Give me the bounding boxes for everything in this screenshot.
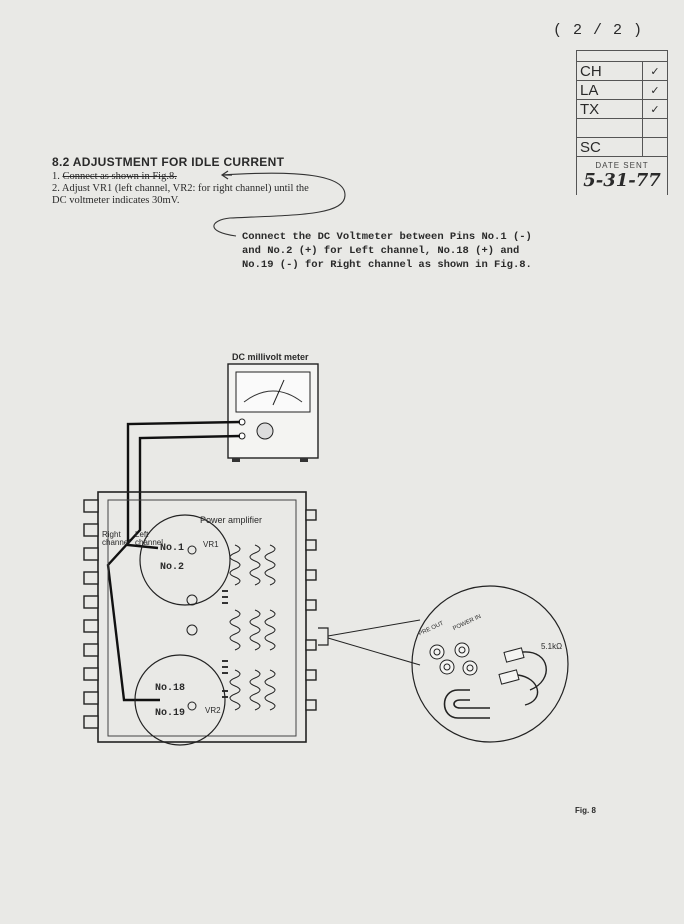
millivolt-meter-icon bbox=[227, 363, 319, 462]
meter-lead-negative bbox=[106, 434, 241, 702]
right-channel-label: Right channel bbox=[102, 530, 131, 547]
vr2-label: VR2 bbox=[205, 706, 221, 715]
resistor-plug-icon bbox=[498, 647, 547, 706]
left-channel-highlight bbox=[139, 514, 231, 606]
routing-stamp: CH✓ LA✓ TX✓ SC DATE SENT 5-31-77 bbox=[576, 50, 668, 214]
callout-line bbox=[327, 619, 421, 637]
step-1-struck-text: Connect as shown in Fig.8. bbox=[62, 171, 177, 182]
routing-mark bbox=[642, 137, 668, 157]
rca-jack-icon bbox=[429, 642, 478, 676]
routing-table: CH✓ LA✓ TX✓ SC DATE SENT 5-31-77 bbox=[576, 50, 668, 195]
amplifier-chassis-icon bbox=[83, 491, 317, 743]
resistor-value-label: 5.1kΩ bbox=[541, 642, 563, 651]
section-heading: 8.2 ADJUSTMENT FOR IDLE CURRENT bbox=[52, 155, 285, 169]
meter-title: DC millivolt meter bbox=[232, 352, 309, 362]
figure-label: Fig. 8 bbox=[575, 806, 596, 815]
insertion-loop bbox=[213, 172, 346, 237]
page-number: ( 2 / 2 ) bbox=[553, 22, 644, 39]
left-channel-label: Left channel bbox=[135, 530, 164, 547]
right-channel-highlight bbox=[134, 654, 226, 746]
step-1: 1. Connect as shown in Fig.8. bbox=[52, 171, 177, 183]
pin-2-label: No.2 bbox=[160, 562, 185, 573]
step-2: 2. Adjust VR1 (left channel, VR2: for ri… bbox=[52, 183, 309, 206]
jack-detail-circle bbox=[411, 585, 569, 743]
amplifier-title: Power amplifier bbox=[200, 515, 263, 525]
callout-line bbox=[327, 637, 421, 666]
shorting-bar-icon bbox=[443, 689, 490, 719]
arrow-icon bbox=[220, 170, 232, 180]
pin-1-label: No.1 bbox=[160, 543, 185, 554]
meter-lead-positive bbox=[126, 420, 241, 550]
connector-bracket bbox=[318, 627, 329, 646]
pin-18-label: No.18 bbox=[155, 683, 186, 694]
routing-code: SC bbox=[576, 137, 643, 157]
inserted-note: Connect the DC Voltmeter between Pins No… bbox=[242, 231, 532, 271]
vr1-label: VR1 bbox=[203, 540, 219, 549]
date-sent-label: DATE SENT bbox=[595, 161, 649, 170]
date-sent-value: 5-31-77 bbox=[583, 170, 661, 191]
step-1-number: 1. bbox=[52, 171, 60, 182]
pin-19-label: No.19 bbox=[155, 708, 186, 719]
